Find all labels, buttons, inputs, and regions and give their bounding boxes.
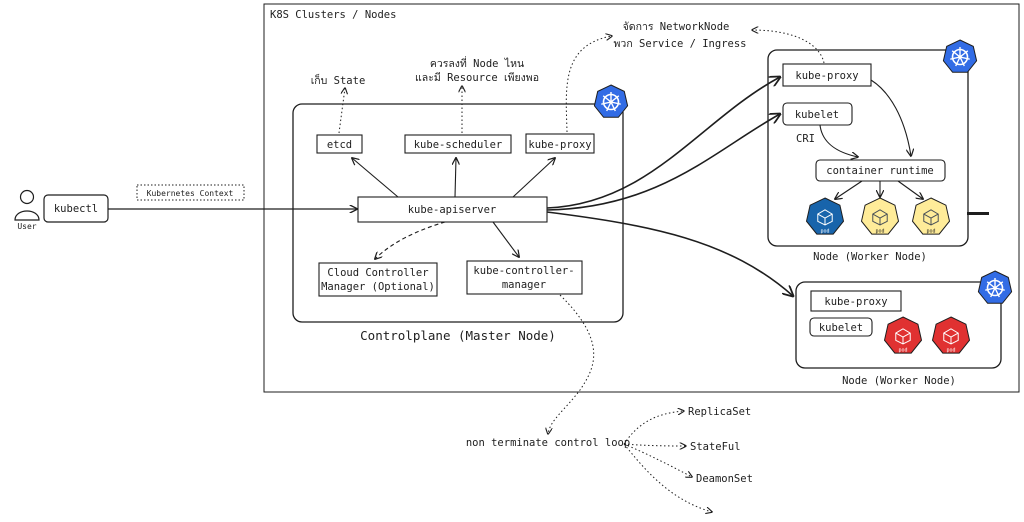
cp-kube-proxy-box [525,133,595,154]
kcm-to-control-loop-arrow [548,294,595,434]
w1-kubelet-box [782,102,853,126]
cp-proxy-note-arrow [565,36,612,133]
apiserver-to-w2-arrow [546,211,793,296]
w1-pod-2-label: pod [875,229,884,235]
cp-kube-proxy-label: kube-proxy [528,139,591,151]
worker-2-caption: Node (Worker Node) [842,375,956,387]
w2-kubelet-box [809,317,873,337]
loop-to-stateful-arrow [623,444,686,446]
w1-kubelet-label: kubelet [795,109,839,121]
control-plane-caption: Controlplane (Master Node) [360,328,556,343]
w1-pod-3: pod [911,197,951,235]
apiserver-to-etcd-arrow [352,158,399,198]
cluster-title: K8S Clusters / Nodes [270,9,396,21]
kube-scheduler-box [404,134,512,154]
worker-1-side-mark [967,212,989,215]
control-plane-frame [292,103,624,323]
user-icon [14,189,40,221]
control-loop-label: non terminate control loop [466,437,630,449]
cloud-controller-manager-box [318,262,438,297]
kube-apiserver-box [357,196,548,223]
etcd-note-arrow [338,88,345,134]
kube-controller-manager-box [466,260,583,295]
apiserver-to-proxy-arrow [512,158,555,198]
w1-pod-1: pod [805,197,845,235]
control-loop-item-replicaset: ReplicaSet [688,406,751,418]
kcm-label-line2: manager [502,279,546,291]
w2-kube-proxy-label: kube-proxy [824,296,887,308]
control-plane-k8s-icon [593,84,629,119]
apiserver-to-kcm-arrow [492,221,519,257]
kcm-label-line1: kube-controller- [473,265,574,277]
kubelet-to-runtime-arrow [819,124,858,157]
etcd-note: เก็บ State [311,73,366,87]
w2-pod-2-label: pod [946,348,955,354]
w1-pod-3-label: pod [926,229,935,235]
etcd-box [316,134,363,154]
control-loop-item-deamonset: DeamonSet [696,473,753,485]
scheduler-note-line2: และมี Resource เพียงพอ [415,71,539,84]
ccm-label-line2: Manager (Optional) [321,281,435,293]
w1-kube-proxy-label: kube-proxy [795,70,858,82]
apiserver-to-w1-kubelet-arrow [546,114,780,211]
runtime-to-pod-1-arrow [835,180,863,199]
w1-kube-proxy-box [782,63,872,87]
loop-to-deamonset-arrow [623,443,692,477]
apiserver-to-w1-proxy-arrow [546,77,780,209]
w2-kube-proxy-box [810,290,902,312]
ccm-label-line1: Cloud Controller [327,267,428,279]
kubectl-label: kubectl [54,203,98,215]
w1-pod-2: pod [860,197,900,235]
worker-1-k8s-icon [942,39,978,74]
cluster-frame [263,3,1020,393]
w2-pod-1-label: pod [898,348,907,354]
network-note-line1: จัดการ NetworkNode [623,21,730,33]
etcd-label: etcd [327,139,352,151]
runtime-to-pod-3-arrow [897,180,923,199]
apiserver-to-scheduler-arrow [455,158,456,198]
w2-pod-1: pod [883,316,923,354]
network-note-line2: พวก Service / Ingress [614,38,747,50]
loop-to-more-arrow [623,443,712,512]
kube-scheduler-label: kube-scheduler [414,139,503,151]
apiserver-to-ccm-arrow [375,221,446,259]
w1-proxy-note-arrow [752,30,825,64]
kube-context-label: Kubernetes Context [147,189,234,198]
control-loop-item-stateful: StateFul [690,441,741,453]
kube-apiserver-label: kube-apiserver [408,204,497,216]
proxy-to-runtime-arrow [870,79,911,156]
worker-1-caption: Node (Worker Node) [813,251,927,263]
w2-kubelet-label: kubelet [819,322,863,334]
container-runtime-label: container runtime [826,165,933,177]
worker-node-2-frame [795,281,1002,369]
kube-context-box [136,184,245,201]
worker-2-k8s-icon [977,270,1013,305]
worker-2-pods: pod pod [883,316,971,354]
loop-to-replicaset-arrow [623,411,684,445]
cri-label: CRI [796,133,815,145]
worker-node-1-frame [767,49,969,247]
w1-pod-1-label: pod [820,229,829,235]
worker-1-pods: pod pod pod [805,197,951,235]
w2-pod-2: pod [931,316,971,354]
user-label: User [17,222,36,231]
scheduler-note-line1: ควรลงที่ Node ไหน [430,56,524,70]
